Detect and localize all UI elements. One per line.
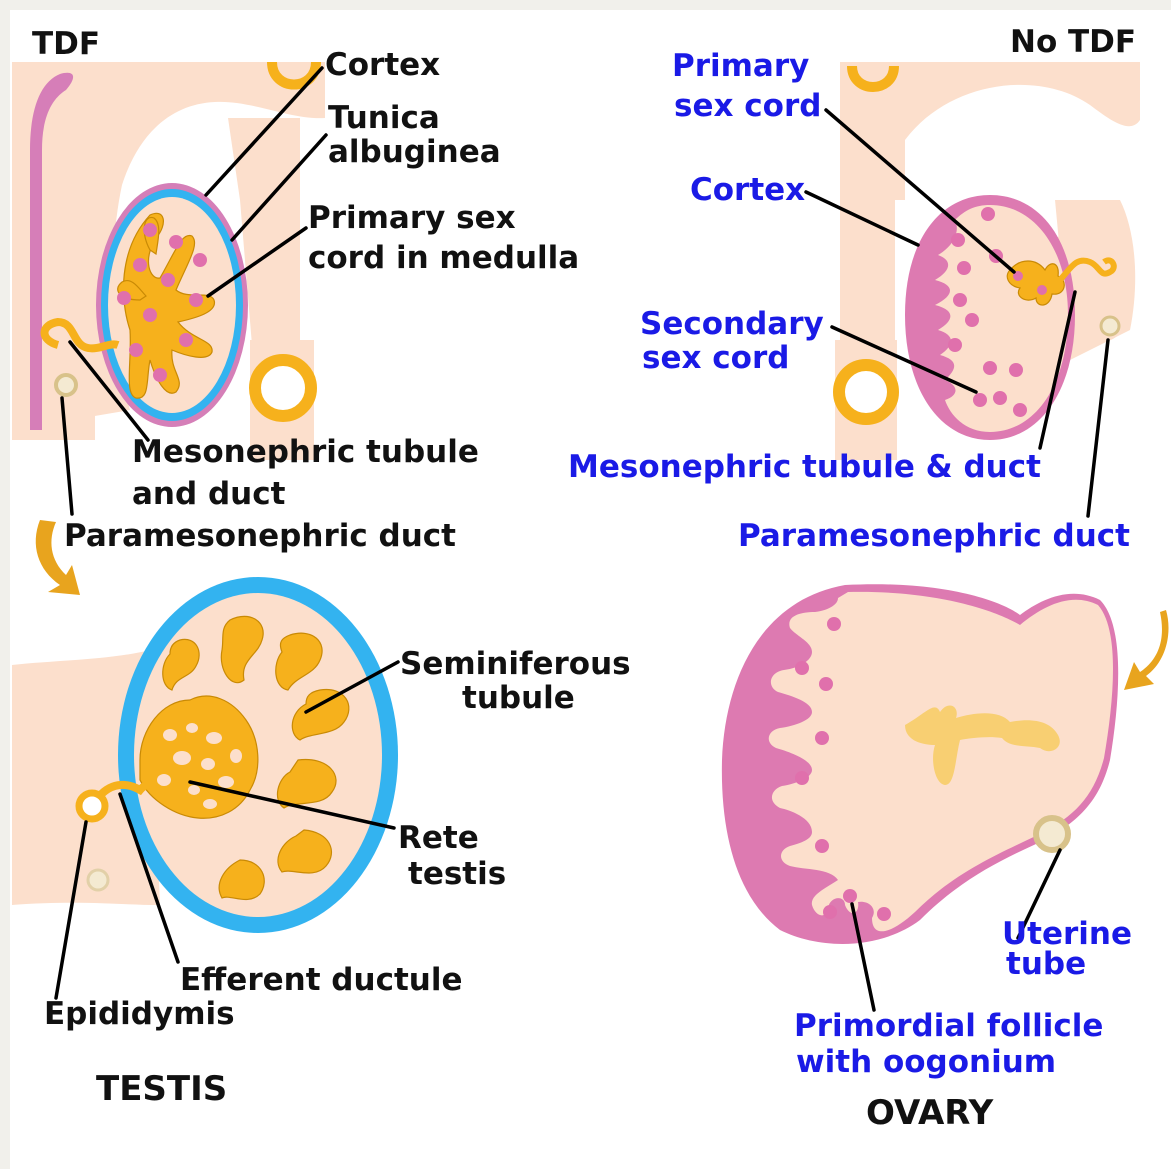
- label-tunica-2: albuginea: [328, 134, 501, 170]
- label-cortex-tdf: Cortex: [325, 47, 440, 83]
- ovary-title: OVARY: [866, 1093, 994, 1133]
- label-paramesonephric-blue: Paramesonephric duct: [738, 518, 1130, 554]
- label-cortex-blue: Cortex: [690, 172, 805, 208]
- label-seminiferous-1: Seminiferous: [400, 646, 631, 682]
- label-epididymis: Epididymis: [44, 996, 235, 1032]
- testis-title: TESTIS: [96, 1069, 227, 1109]
- label-rete-2: testis: [408, 856, 506, 892]
- label-mesonephric-1: Mesonephric tubule: [132, 434, 479, 470]
- label-primary-sex-cord-2: cord in medulla: [308, 240, 579, 276]
- tdf-panel: [12, 62, 326, 595]
- label-primary-blue-1: Primary: [672, 48, 809, 84]
- tdf-corner-label: TDF: [32, 26, 100, 62]
- remnant-germ-cell-2: [1037, 285, 1047, 295]
- label-secondary-2: sex cord: [642, 340, 789, 376]
- label-primordial-1: Primordial follicle: [794, 1008, 1103, 1044]
- label-efferent: Efferent ductule: [180, 962, 462, 998]
- develop-arrow-right: [1124, 610, 1169, 690]
- label-mesonephric-2: and duct: [132, 476, 286, 512]
- tdf-left-section: [12, 185, 95, 440]
- label-uterine-2: tube: [1006, 946, 1086, 982]
- label-paramesonephric-tdf: Paramesonephric duct: [64, 518, 456, 554]
- label-seminiferous-2: tubule: [462, 680, 575, 716]
- testis-panel: [12, 577, 398, 998]
- label-mesonephric-blue: Mesonephric tubule & duct: [568, 449, 1041, 485]
- label-rete-1: Rete: [398, 820, 479, 856]
- no-tdf-corner-label: No TDF: [1010, 24, 1136, 60]
- uterine-tube-ring: [1036, 818, 1068, 850]
- label-tunica-1: Tunica: [328, 100, 440, 136]
- mesonephric-duct-ring: [255, 360, 311, 416]
- label-primordial-2: with oogonium: [796, 1044, 1056, 1080]
- label-secondary-1: Secondary: [640, 306, 824, 342]
- paramesonephric-duct-no-tdf: [1101, 317, 1119, 335]
- paramesonephric-duct-tdf: [56, 375, 76, 395]
- no-tdf-panel: [806, 62, 1140, 516]
- label-primary-sex-cord-1: Primary sex: [308, 200, 516, 236]
- label-primary-blue-2: sex cord: [674, 88, 821, 124]
- testis-paramesonephric-remnant: [88, 870, 108, 890]
- epididymis-ring: [79, 793, 105, 819]
- leader-paramesonephric-blue: [1088, 340, 1108, 516]
- no-tdf-duct-ring: [839, 365, 893, 419]
